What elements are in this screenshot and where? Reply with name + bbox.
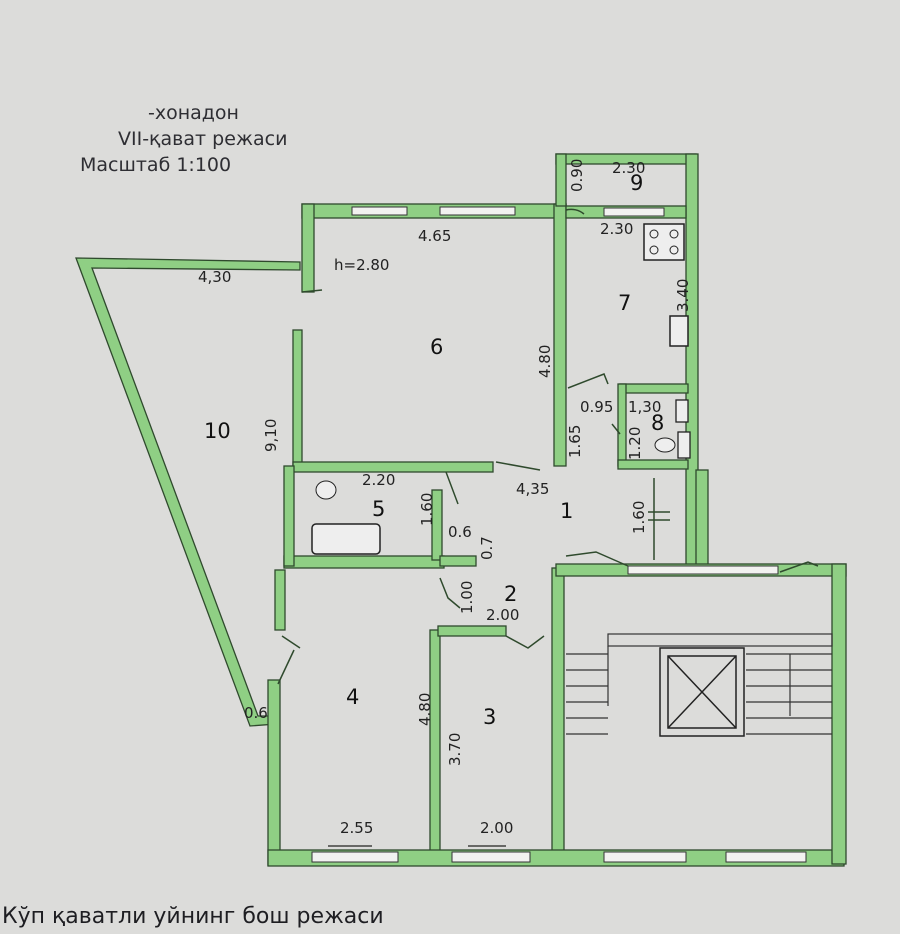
apartment-label: -хонадон xyxy=(148,102,239,124)
dim-1-width: 4,35 xyxy=(516,480,549,498)
wall-left-lower xyxy=(274,569,286,631)
dim-8-length: 1.20 xyxy=(626,427,644,460)
room-number-8: 8 xyxy=(651,411,664,435)
window-4 xyxy=(311,851,399,863)
dim-7-width: 2.30 xyxy=(600,220,633,238)
dim-1-right: 1.60 xyxy=(630,501,648,534)
room-number-3: 3 xyxy=(483,705,496,729)
dim-10-length: 9,10 xyxy=(262,419,280,452)
dim-5-width: 2.20 xyxy=(362,471,395,489)
dim-2-length: 1.00 xyxy=(458,581,476,614)
window-stair-top xyxy=(627,565,779,575)
wall-6-right xyxy=(553,203,567,467)
stove-icon xyxy=(643,223,685,261)
dim-6-length: 4.80 xyxy=(536,345,554,378)
footer-caption: Кўп қаватли уйнинг бош режаси xyxy=(2,904,384,929)
room-number-1: 1 xyxy=(560,499,573,523)
dim-10-width: 4,30 xyxy=(198,268,231,286)
washbasin-icon xyxy=(675,399,689,423)
scale-label: Масштаб 1:100 xyxy=(80,154,232,176)
room-number-6: 6 xyxy=(430,335,443,359)
door-swings xyxy=(277,208,819,685)
plan-header: -хонадон VII-қават режаси Масштаб 1:100 xyxy=(80,100,287,178)
dim-4-width: 2.55 xyxy=(340,819,373,837)
dim-10-bottom: 0.6 xyxy=(244,704,268,722)
dim-8-door: 0.95 xyxy=(580,398,613,416)
dim-1-depth: 1.65 xyxy=(566,425,584,458)
room-number-4: 4 xyxy=(346,685,359,709)
dim-9-depth: 0.90 xyxy=(568,159,586,192)
wall-5-right xyxy=(431,489,443,561)
dim-5-small-vertical: 0.7 xyxy=(478,536,496,560)
wall-5-left xyxy=(283,465,295,567)
window-stair-a xyxy=(603,851,687,863)
dim-5-small: 0.6 xyxy=(448,523,472,541)
room-number-5: 5 xyxy=(372,497,385,521)
wall-6-left xyxy=(301,203,315,293)
toilet-icon xyxy=(677,431,691,459)
wall-9-left xyxy=(555,153,567,207)
room-number-10: 10 xyxy=(204,419,231,443)
wall-left-upper xyxy=(292,329,303,471)
dim-3-width: 2.00 xyxy=(480,819,513,837)
wall-mid-stub xyxy=(439,555,477,567)
dim-8-width: 1,30 xyxy=(628,398,661,416)
wall-stair-right xyxy=(831,563,847,865)
bathtub-icon xyxy=(311,523,381,555)
window-6b xyxy=(439,206,516,216)
wall-8-left xyxy=(617,383,627,467)
floor-plan-title: VII-қават режаси xyxy=(118,128,288,150)
dim-5-length: 1.60 xyxy=(418,493,436,526)
wall-left-bottom xyxy=(267,679,281,866)
wall-8-bottom xyxy=(617,459,689,470)
room-number-7: 7 xyxy=(618,291,631,315)
elevator-shaft-icon xyxy=(659,647,745,737)
window-stair-b xyxy=(725,851,807,863)
wall-5-bottom xyxy=(283,555,445,569)
window-6a xyxy=(351,206,408,216)
dim-6-width: 4.65 xyxy=(418,227,451,245)
dim-3-length: 3.70 xyxy=(446,733,464,766)
balcony-10-wall xyxy=(75,257,301,727)
wall-8-top xyxy=(619,383,689,394)
wall-4-right xyxy=(429,629,441,861)
staircase xyxy=(566,633,833,735)
dim-7-length: 3.40 xyxy=(674,279,692,312)
room-number-9: 9 xyxy=(630,171,643,195)
wall-6-top xyxy=(301,203,567,219)
window-3 xyxy=(451,851,531,863)
room-number-2: 2 xyxy=(504,582,517,606)
dim-9-width: 2.30 xyxy=(612,159,645,177)
window-9 xyxy=(603,207,665,217)
kitchen-sink-icon xyxy=(669,315,689,347)
dim-2-width: 2.00 xyxy=(486,606,519,624)
wall-corridor-right xyxy=(695,469,709,571)
wall-3-right xyxy=(551,567,565,865)
ceiling-height: h=2.80 xyxy=(334,256,389,274)
dim-4-length: 4.80 xyxy=(416,693,434,726)
wall-3-top xyxy=(437,625,507,637)
